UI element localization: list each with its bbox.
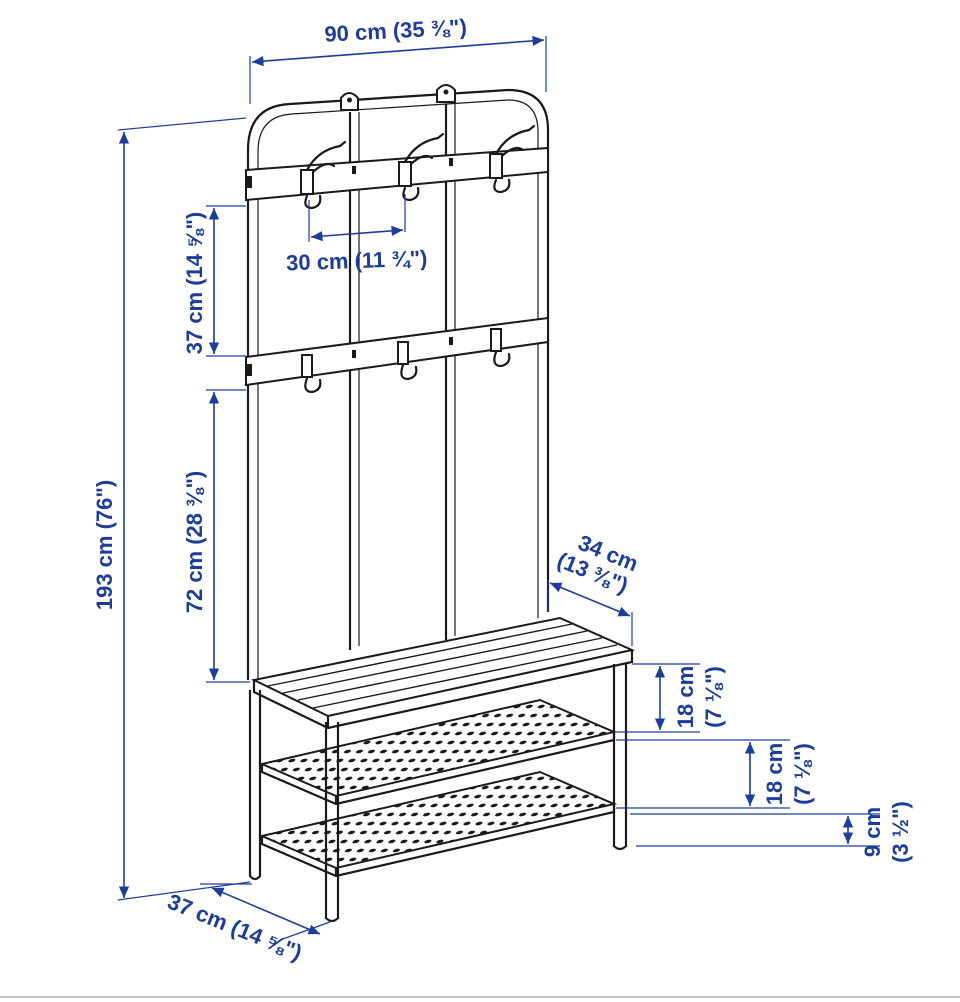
- shelf-gap-1-label: 18 cm (7 ⅛"): [673, 666, 726, 728]
- lower-hooks: [301, 328, 511, 394]
- shelf-gap-2-label: 18 cm (7 ⅛"): [762, 743, 815, 805]
- upper-height-label: 37 cm (14 ⅝"): [182, 212, 207, 355]
- upper-hook-3: [489, 124, 536, 194]
- floor-gap-dimension: [630, 813, 880, 847]
- shelf-gap-1-label-cm: 18 cm: [673, 666, 698, 728]
- width-dimension: [249, 35, 547, 104]
- vertical-poles: [348, 104, 456, 650]
- lower-hook-3: [490, 328, 511, 368]
- upper-hooks: [300, 124, 536, 210]
- lower-hook-1: [301, 354, 322, 394]
- coat-rack-drawing: [245, 84, 636, 923]
- floor-gap-label: 9 cm (3 ½"): [860, 801, 913, 863]
- dimension-lines: [117, 35, 880, 941]
- bench-seat: [250, 616, 636, 730]
- total-depth-dimension: [200, 883, 331, 941]
- shelf-gap-2-label-cm: 18 cm: [762, 743, 787, 805]
- middle-height-label: 72 cm (28 ⅜"): [182, 471, 207, 614]
- upper-height-dimension: [206, 205, 246, 357]
- top-frame: [246, 88, 550, 680]
- shelf-gap-1-label-in: (7 ⅛"): [701, 666, 726, 728]
- hook-spacing-dimension: [308, 194, 406, 242]
- shelf-gap-2-label-in: (7 ⅛"): [790, 743, 815, 805]
- width-label: 90 cm (35 ⅜"): [324, 14, 468, 46]
- lower-shoe-shelf: [258, 770, 618, 878]
- upper-hook-1: [300, 140, 347, 210]
- total-depth-label: 37 cm (14 ⅝"): [164, 889, 306, 966]
- total-height-dimension: [117, 117, 251, 901]
- floor-gap-label-cm: 9 cm: [860, 807, 885, 857]
- shelf-gap-2-dimension: [616, 739, 790, 809]
- bench-depth-dimension: [547, 580, 633, 646]
- shelf-gap-1-dimension: [616, 663, 700, 733]
- total-height-label: 193 cm (76"): [92, 480, 117, 610]
- upper-shoe-shelf: [258, 698, 618, 806]
- upper-hook-rail: [245, 146, 549, 202]
- bench-depth-label: 34 cm (13 ⅜"): [554, 530, 642, 598]
- middle-height-dimension: [206, 389, 250, 683]
- hook-spacing-label: 30 cm (11 ¾"): [286, 246, 428, 276]
- bench-legs: [248, 664, 628, 923]
- lower-hook-2: [397, 341, 418, 381]
- upper-hook-2: [398, 132, 445, 202]
- floor-gap-label-in: (3 ½"): [888, 801, 913, 863]
- wall-hanger-tabs: [340, 84, 456, 111]
